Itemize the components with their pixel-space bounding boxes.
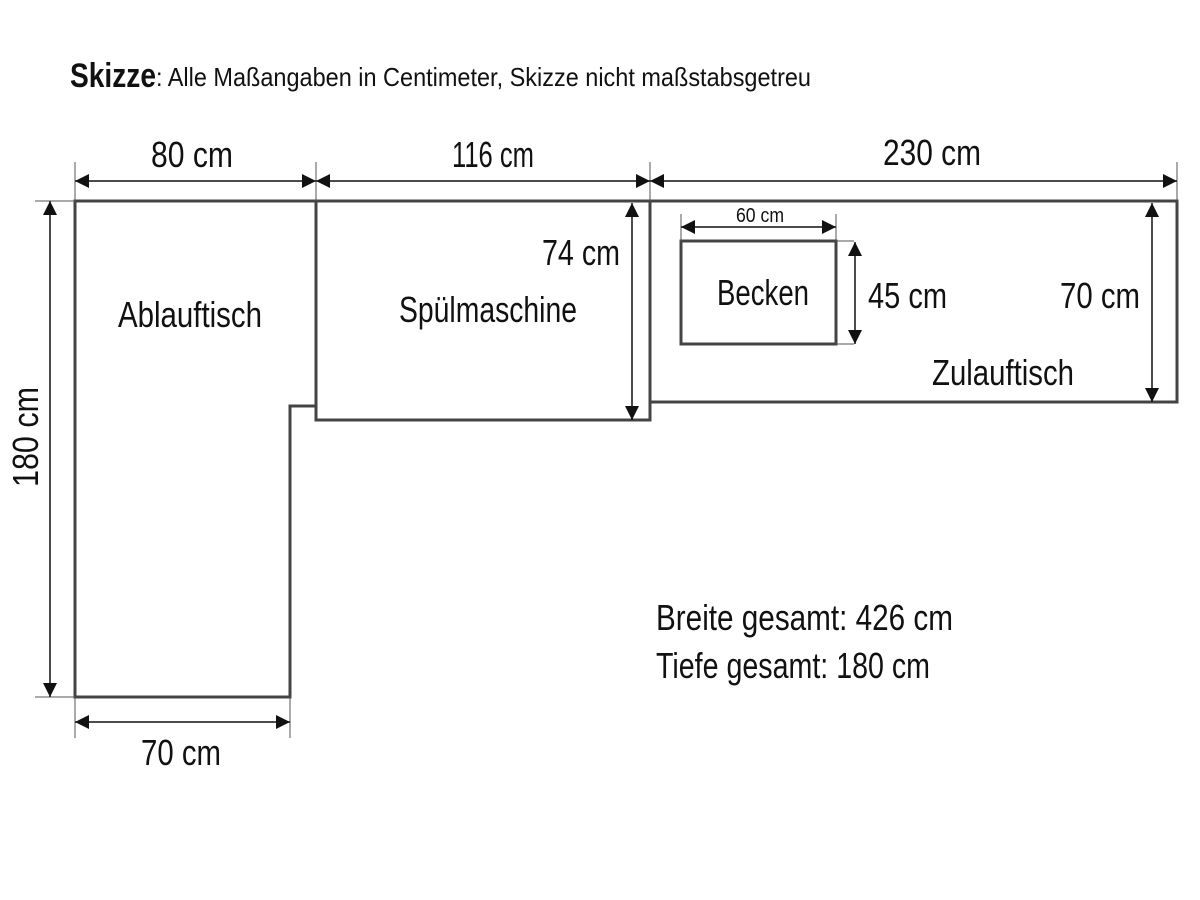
label-spuelmaschine: Spülmaschine [399,289,577,330]
title-subtitle: : Alle Maßangaben in Centimeter, Skizze … [156,62,811,92]
dim-label-60: 60 cm [736,205,784,227]
dim-label-180: 180 cm [5,387,46,487]
dim-label-45: 45 cm [868,275,947,316]
dim-label-74: 74 cm [542,232,620,273]
ablauftisch-outline [73,199,318,699]
dim-label-70-bottom: 70 cm [141,732,221,773]
dim-label-80: 80 cm [151,134,233,175]
zulauftisch-outline [648,199,1179,404]
title-bold: Skizze [70,57,156,95]
dim-label-70-right: 70 cm [1060,275,1140,316]
becken-outline [679,239,838,346]
label-ablauftisch: Ablauftisch [118,294,262,335]
dim-label-230: 230 cm [883,132,981,173]
dim-label-116: 116 cm [452,134,534,175]
label-zulauftisch: Zulauftisch [932,352,1074,393]
label-becken: Becken [717,272,809,313]
total-depth: Tiefe gesamt: 180 cm [656,645,930,686]
total-width: Breite gesamt: 426 cm [656,597,953,638]
